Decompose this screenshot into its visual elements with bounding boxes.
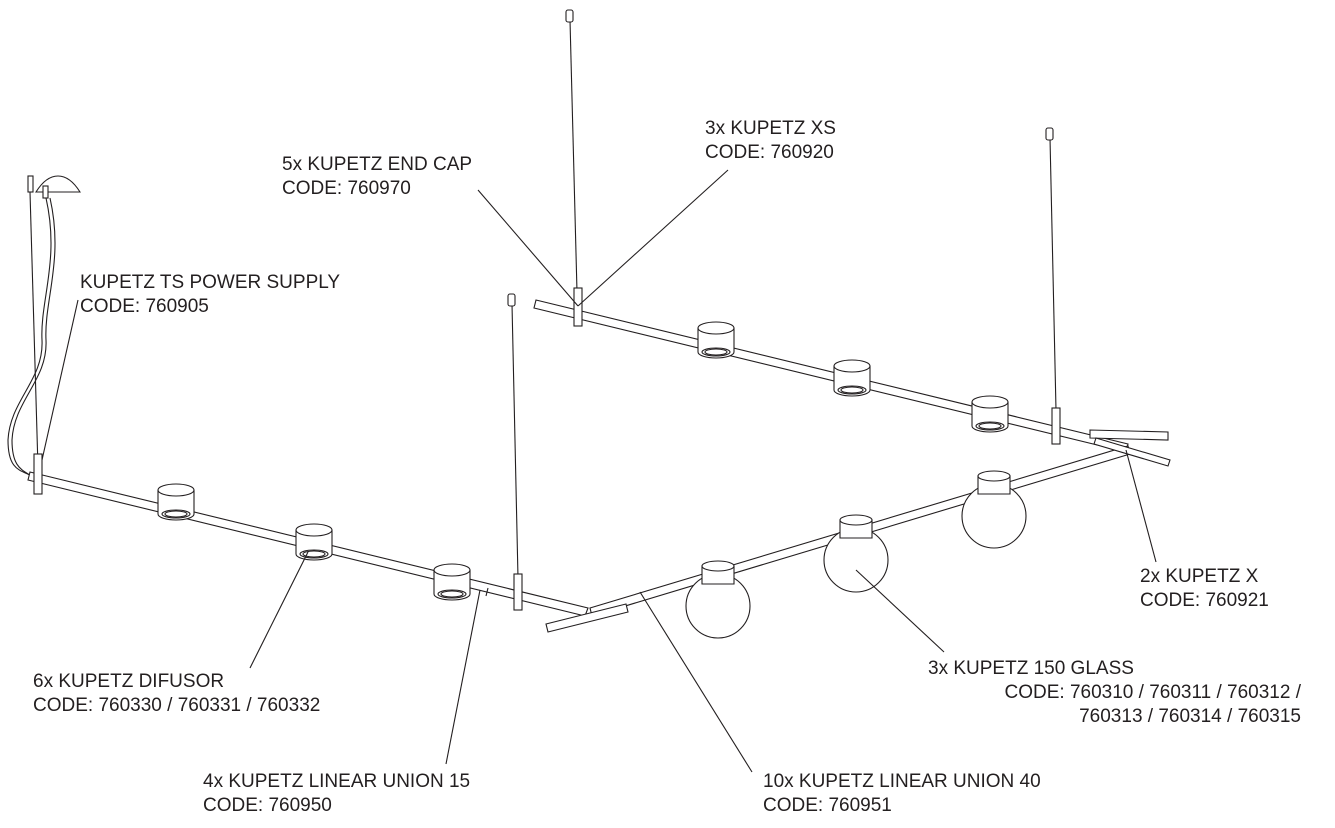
glass-code-2: 760313 / 760314 / 760315 — [1079, 706, 1301, 727]
glass-code: CODE: 760310 / 760311 / 760312 / — [1004, 682, 1301, 703]
leader-lines — [41, 169, 1157, 773]
label-power-supply: KUPETZ TS POWER SUPPLY CODE: 760905 — [80, 271, 340, 319]
union-40-code: CODE: 760951 — [763, 795, 892, 816]
label-glass: 3x KUPETZ 150 GLASS CODE: 760310 / 76031… — [928, 657, 1301, 729]
union-15-name: 4x KUPETZ LINEAR UNION 15 — [203, 771, 471, 792]
difusor-name: 6x KUPETZ DIFUSOR — [33, 671, 225, 692]
rail-left — [27, 453, 589, 617]
label-x-connector: 2x KUPETZ X CODE: 760921 — [1140, 565, 1269, 613]
end-cap-name: 5x KUPETZ END CAP — [282, 154, 473, 175]
rail-top — [533, 287, 1129, 453]
label-union-15: 4x KUPETZ LINEAR UNION 15 CODE: 760950 — [203, 770, 470, 818]
power-supply-canopy — [7, 175, 81, 479]
x-connector-name: 2x KUPETZ X — [1140, 566, 1259, 587]
power-supply-name: KUPETZ TS POWER SUPPLY — [80, 272, 341, 293]
end-cap-code: CODE: 760970 — [282, 178, 411, 199]
union-40-name: 10x KUPETZ LINEAR UNION 40 — [763, 771, 1041, 792]
rail-right — [545, 429, 1171, 639]
x-connector-code: CODE: 760921 — [1140, 590, 1269, 611]
label-end-cap: 5x KUPETZ END CAP CODE: 760970 — [282, 153, 472, 201]
x-connector-right — [1089, 429, 1171, 467]
xs-name: 3x KUPETZ XS — [705, 118, 836, 139]
label-difusor: 6x KUPETZ DIFUSOR CODE: 760330 / 760331 … — [33, 670, 320, 718]
glass-name: 3x KUPETZ 150 GLASS — [928, 658, 1134, 679]
union-15-code: CODE: 760950 — [203, 795, 332, 816]
suspension-wires — [507, 9, 1057, 579]
label-union-40: 10x KUPETZ LINEAR UNION 40 CODE: 760951 — [763, 770, 1041, 818]
power-supply-code: CODE: 760905 — [80, 296, 209, 317]
x-connector-left — [545, 603, 629, 633]
label-xs: 3x KUPETZ XS CODE: 760920 — [705, 117, 836, 165]
difusor-code: CODE: 760330 / 760331 / 760332 — [33, 695, 321, 716]
xs-code: CODE: 760920 — [705, 142, 834, 163]
